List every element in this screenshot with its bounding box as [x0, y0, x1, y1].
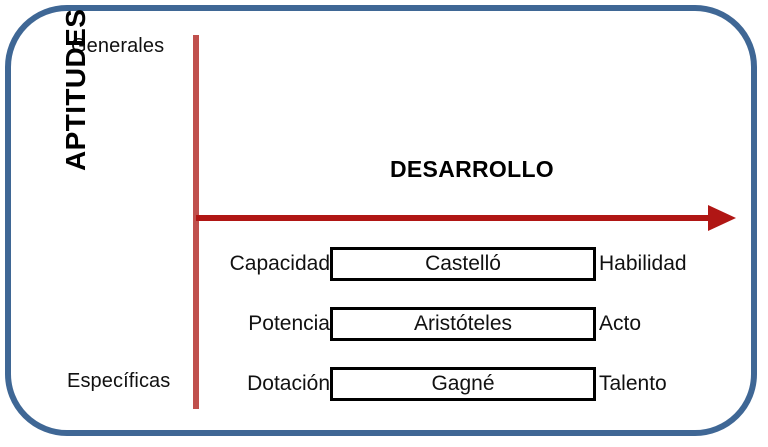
- row-left-label: Capacidad: [229, 252, 330, 275]
- horizontal-axis-title: DESARROLLO: [390, 156, 554, 182]
- row-right-label: Habilidad: [599, 252, 687, 275]
- row-author-box: Aristóteles: [330, 307, 596, 341]
- row-author-box: Gagné: [330, 367, 596, 401]
- vertical-axis-top-label: Generales: [71, 35, 165, 57]
- concept-row: Capacidad Castelló Habilidad: [0, 247, 768, 281]
- row-left-label: Potencia: [248, 312, 330, 335]
- vertical-axis-bottom-label: Específicas: [67, 370, 171, 392]
- horizontal-axis-line: [196, 215, 716, 221]
- vertical-axis-title: APTITUDES: [60, 8, 91, 171]
- vertical-axis-line: [193, 35, 199, 409]
- row-right-label: Talento: [599, 372, 667, 395]
- concept-row: Potencia Aristóteles Acto: [0, 307, 768, 341]
- row-author-box: Castelló: [330, 247, 596, 281]
- concept-row: Dotación Gagné Talento: [0, 367, 768, 401]
- row-left-label: Dotación: [247, 372, 330, 395]
- row-right-label: Acto: [599, 312, 642, 335]
- outer-rounded-frame: [5, 5, 757, 436]
- arrow-right-icon: [708, 205, 736, 231]
